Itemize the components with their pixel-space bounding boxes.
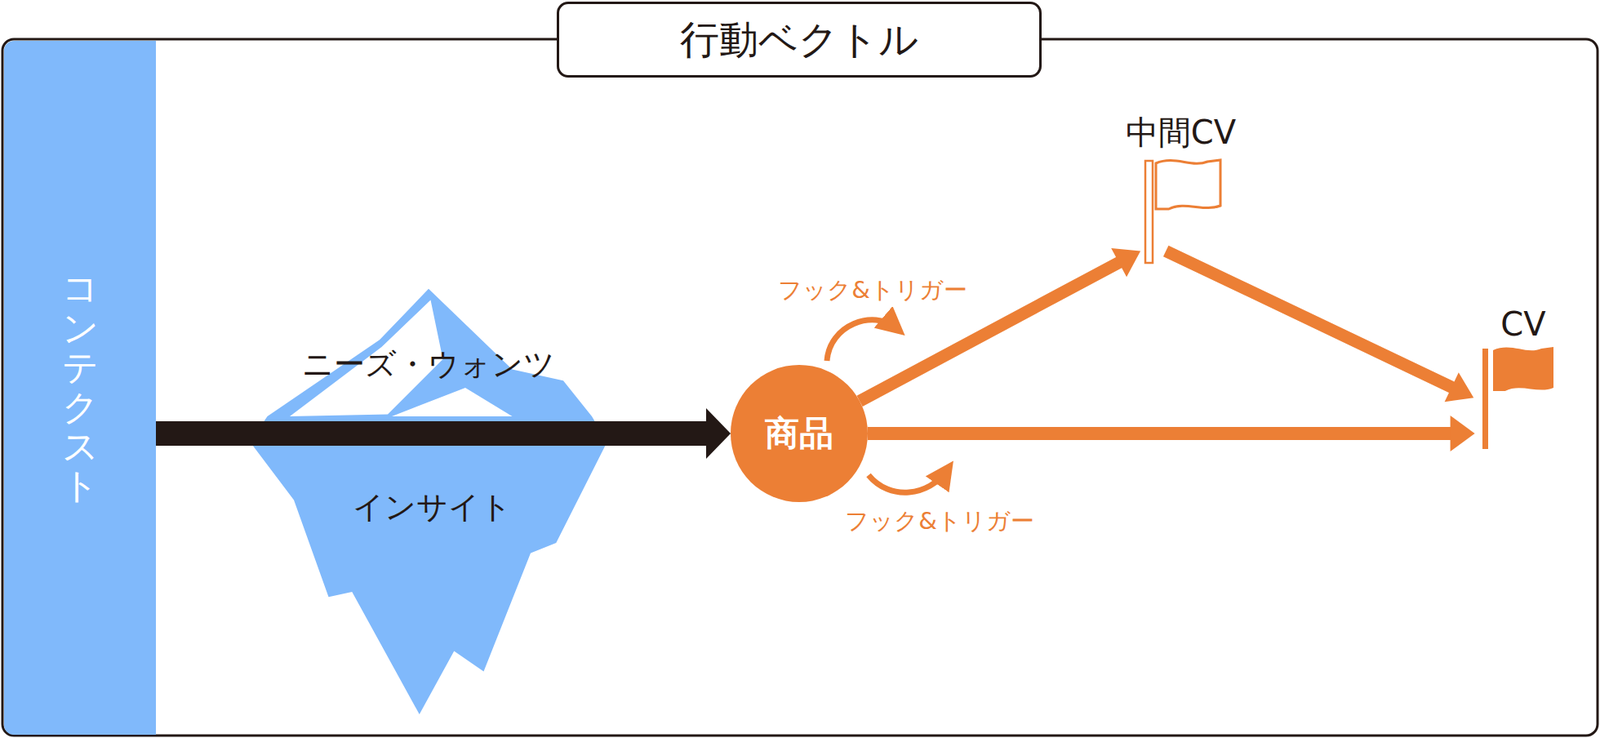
hook-curve-arrow bbox=[826, 320, 897, 361]
flow-arrow bbox=[155, 408, 731, 459]
iceberg bbox=[249, 288, 608, 715]
arrow-head bbox=[706, 408, 731, 459]
flag-pole bbox=[1145, 160, 1153, 263]
flag-pole bbox=[1482, 348, 1489, 449]
flag-label: 中間CV bbox=[1106, 114, 1256, 151]
flag-label: CV bbox=[1469, 306, 1578, 343]
arrow-shaft bbox=[155, 421, 707, 446]
path-arrow bbox=[867, 415, 1476, 452]
arrow-shaft bbox=[1165, 250, 1453, 387]
arrow-head bbox=[1450, 415, 1476, 452]
title-box: 行動ベクトル bbox=[556, 1, 1042, 78]
iceberg-body bbox=[249, 288, 608, 715]
flag-cloth bbox=[1493, 346, 1554, 392]
product-circle: 商品 bbox=[730, 364, 868, 503]
iceberg-facet bbox=[391, 387, 513, 417]
circle-label: 商品 bbox=[764, 410, 834, 457]
arrow-head bbox=[1444, 372, 1475, 402]
path-arrow bbox=[859, 248, 1141, 401]
hook-curve-arrow bbox=[868, 470, 947, 493]
flag-cloth bbox=[1155, 160, 1221, 209]
context-band: コンテクスト bbox=[4, 40, 157, 735]
title-text: 行動ベクトル bbox=[680, 13, 919, 67]
outer-frame bbox=[2, 39, 1598, 736]
band-label: コンテクスト bbox=[62, 268, 98, 506]
path-arrow bbox=[1165, 250, 1474, 402]
arrow-head bbox=[1111, 248, 1141, 277]
arrow-shaft bbox=[867, 426, 1452, 440]
milestone-flag: 中間CV bbox=[1106, 114, 1256, 267]
goal-flag: CV bbox=[1469, 306, 1578, 452]
iceberg-label: インサイト bbox=[352, 486, 512, 529]
edge-label: フック&トリガー bbox=[775, 274, 970, 307]
iceberg-label: ニーズ・ウォンツ bbox=[302, 343, 556, 386]
edge-label: フック&トリガー bbox=[842, 505, 1037, 538]
